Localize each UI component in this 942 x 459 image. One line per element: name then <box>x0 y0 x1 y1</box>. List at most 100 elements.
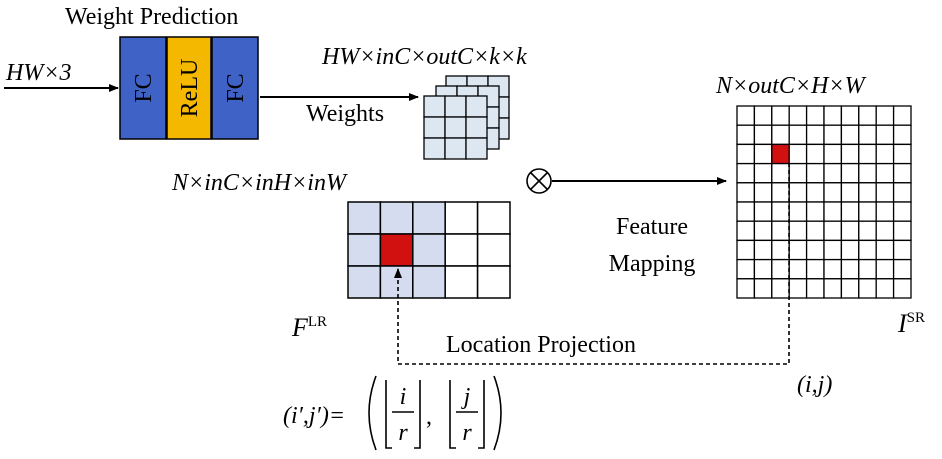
weights-shape-label: HW×inC×outC×k×k <box>321 44 527 70</box>
sr-cell <box>805 201 825 222</box>
sr-cell <box>788 105 808 126</box>
lr-label-main: F <box>291 313 309 342</box>
sr-cell <box>858 220 877 242</box>
sr-cell <box>823 239 843 261</box>
sr-cell <box>753 182 773 203</box>
sr-cell <box>823 105 843 126</box>
sr-cell <box>805 220 825 242</box>
sr-cell <box>753 124 773 146</box>
sr-cell <box>771 258 790 280</box>
sr-cell <box>875 220 895 242</box>
sr-cell <box>771 201 790 222</box>
sr-cell <box>805 124 825 146</box>
sr-cell <box>875 258 895 280</box>
sr-cell <box>736 124 756 146</box>
formula-den-2: r <box>462 420 472 446</box>
weights-cube-stack <box>423 75 510 160</box>
sr-cell <box>788 239 808 261</box>
sr-cell <box>788 201 808 222</box>
weights-cell-l2 <box>423 116 446 139</box>
sr-label-main: I <box>897 309 908 338</box>
sr-cell <box>753 201 773 222</box>
sr-cell <box>823 201 843 222</box>
sr-shape-label: N×outC×H×W <box>715 73 867 99</box>
weights-cell-l2 <box>444 137 467 160</box>
sr-cell <box>858 105 877 126</box>
sr-cell <box>753 258 773 280</box>
sr-cell <box>736 162 756 184</box>
operator-cross-2 <box>530 172 548 190</box>
lr-cell <box>476 233 511 267</box>
sr-cell <box>788 258 808 280</box>
floor-1-left <box>385 380 392 449</box>
sr-cell <box>892 258 912 280</box>
lr-feature-map <box>347 201 511 299</box>
weight-prediction-network: FC ReLU FC <box>119 36 259 140</box>
floor-2-right <box>478 380 485 449</box>
sr-cell <box>753 220 773 242</box>
sr-cell <box>840 201 860 222</box>
sr-cell <box>753 162 773 184</box>
sr-cell <box>736 105 756 126</box>
sr-cell <box>788 182 808 203</box>
sr-cell <box>840 105 860 126</box>
lr-cell <box>412 265 446 299</box>
sr-cell <box>840 143 860 165</box>
fc-block-2-label: FC <box>223 73 249 102</box>
lr-cell <box>476 201 511 235</box>
lr-cell <box>347 201 382 235</box>
location-projection-path <box>394 163 790 365</box>
sr-cell <box>771 239 790 261</box>
sr-cell <box>858 239 877 261</box>
sr-cell <box>771 105 790 126</box>
weights-cell-l2 <box>444 95 467 118</box>
sr-cell <box>892 143 912 165</box>
lr-cell <box>347 265 382 299</box>
sr-cell <box>736 182 756 203</box>
formula-num-2: j <box>461 384 471 410</box>
sr-cell <box>771 220 790 242</box>
sr-cell <box>840 182 860 203</box>
lr-cell <box>412 233 446 267</box>
sr-cell <box>805 258 825 280</box>
sr-label-sup: SR <box>907 310 925 326</box>
sr-cell <box>771 182 790 203</box>
sr-cell <box>823 278 843 299</box>
sr-cell <box>823 162 843 184</box>
lr-cell <box>412 201 446 235</box>
weights-cell-l2 <box>465 137 488 160</box>
sr-cell <box>788 278 808 299</box>
lr-label: FLR <box>291 313 327 342</box>
sr-cell <box>788 143 808 165</box>
formula-left-paren <box>368 375 377 451</box>
sr-cell <box>840 162 860 184</box>
sr-cell <box>840 239 860 261</box>
sr-cell <box>771 162 790 184</box>
sr-cell <box>771 124 790 146</box>
sr-cell <box>892 278 912 299</box>
sr-target-pixel <box>771 143 790 165</box>
relu-block-label: ReLU <box>177 59 203 118</box>
sr-cell <box>753 143 773 165</box>
sr-cell <box>892 105 912 126</box>
location-projection-label: Location Projection <box>446 332 636 358</box>
lr-cell <box>379 265 414 299</box>
sr-label: ISR <box>897 309 925 338</box>
weights-cell-l2 <box>423 137 446 160</box>
lr-cell <box>444 265 479 299</box>
sr-cell <box>736 239 756 261</box>
weight-prediction-title: Weight Prediction <box>65 4 238 30</box>
sr-cell <box>823 220 843 242</box>
lr-shape-label: N×inC×inH×inW <box>171 170 348 196</box>
weights-cell-l2 <box>465 95 488 118</box>
sr-cell <box>788 162 808 184</box>
weights-label: Weights <box>306 101 384 127</box>
sr-cell <box>858 143 877 165</box>
sr-cell <box>736 201 756 222</box>
sr-cell <box>805 278 825 299</box>
formula-right-paren <box>493 375 502 451</box>
sr-cell <box>875 105 895 126</box>
sr-cell <box>840 278 860 299</box>
sr-cell <box>858 278 877 299</box>
